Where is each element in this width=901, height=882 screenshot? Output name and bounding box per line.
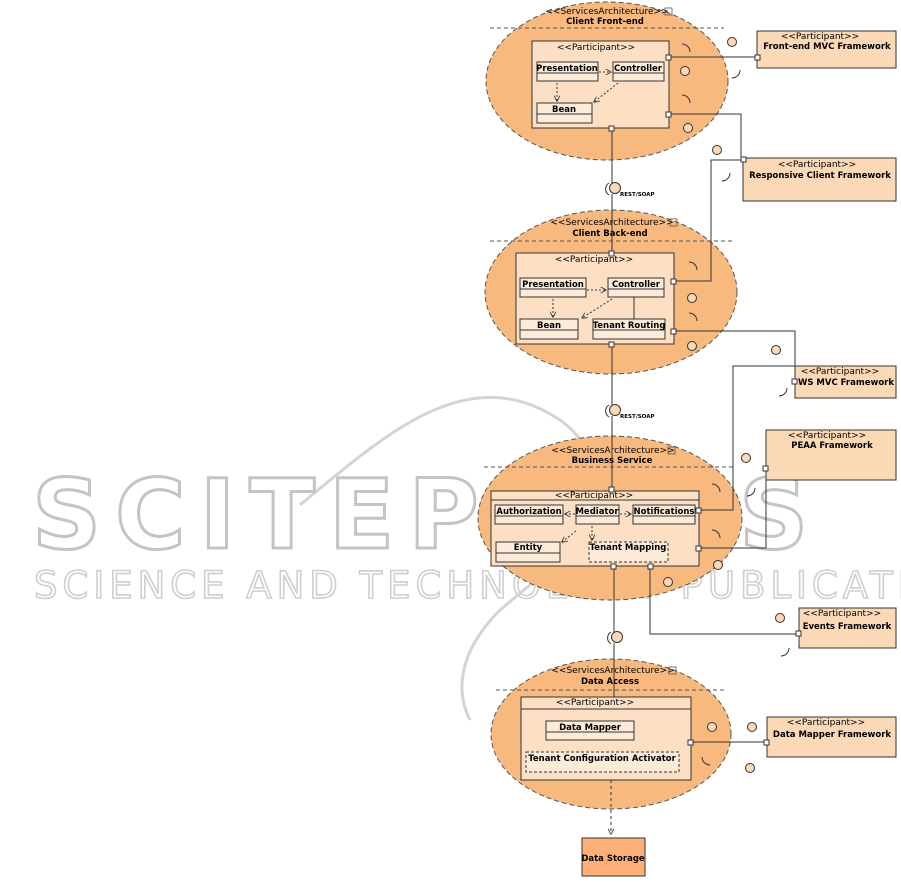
class-be-tenant-routing-box — [592, 318, 666, 340]
ellipse-data-access-stereotype: <<ServicesArchitecture>> — [551, 666, 674, 676]
svg-text:<<Participant>>: <<Participant>> — [781, 32, 859, 42]
class-fe-controller-box — [612, 61, 665, 82]
framework-connectors — [647, 37, 802, 773]
ellipse-business-stereotype: <<ServicesArchitecture>> — [551, 446, 674, 456]
participant-data-access: <<Participant>> Data Mapper Tenant Confi… — [520, 696, 692, 781]
vertical-connectors: REST/SOAP REST/SOAP — [605, 125, 655, 834]
framework-ws-mvc: <<Participant>> WS MVC Framework — [794, 365, 897, 399]
class-da-data-mapper: Data Mapper — [559, 723, 622, 733]
class-bs-tenant-mapping-box — [588, 541, 669, 563]
class-bs-notifications: Notifications — [634, 507, 695, 517]
class-da-tenant-config-box — [525, 751, 680, 773]
class-be-controller: Controller — [612, 280, 661, 290]
class-fe-bean: Bean — [552, 105, 576, 115]
class-da-data-mapper-box — [545, 720, 635, 741]
data-access-ellipse-icon — [668, 666, 677, 675]
watermark-sub-text: SCIENCE AND TECHNOLOGY PUBLICATIONS — [34, 564, 901, 607]
participant-front-end: <<Participant>> Presentation Controller … — [531, 40, 670, 129]
ellipse-data-access-title: Data Access — [581, 677, 639, 687]
data-storage-node: Data Storage — [581, 837, 646, 877]
ellipse-front-end-stereotype: <<ServicesArchitecture>> — [545, 7, 668, 17]
class-bs-mediator: Mediator — [575, 507, 619, 517]
rest-soap-label-2: REST/SOAP — [620, 414, 655, 420]
ellipse-front-end-title: Client Front-end — [566, 17, 644, 27]
framework-responsive-client: <<Participant>> Responsive Client Framew… — [742, 157, 897, 202]
class-fe-presentation: Presentation — [536, 64, 598, 74]
back-end-ellipse-icon — [669, 218, 678, 227]
class-fe-bean-box — [536, 102, 593, 124]
class-be-presentation: Presentation — [522, 280, 584, 290]
framework-responsive-client-label: Responsive Client Framework — [749, 171, 891, 181]
class-fe-controller: Controller — [614, 64, 663, 74]
class-da-tenant-config: Tenant Configuration Activator — [528, 754, 676, 764]
class-fe-presentation-box — [536, 61, 599, 82]
front-end-ellipse-icon — [664, 7, 673, 16]
participant-data-access-stereotype: <<Participant>> — [556, 698, 634, 708]
svg-text:<<Participant>>: <<Participant>> — [803, 609, 881, 619]
business-ellipse-icon — [667, 446, 676, 455]
class-bs-authorization: Authorization — [496, 507, 561, 517]
svg-text:<<Participant>>: <<Participant>> — [787, 718, 865, 728]
data-storage-label: Data Storage — [581, 854, 645, 864]
class-bs-notifications-box — [632, 504, 696, 525]
participant-back-end-stereotype: <<Participant>> — [555, 255, 633, 265]
framework-ws-mvc-label: WS MVC Framework — [798, 378, 894, 388]
class-bs-mediator-box — [575, 504, 620, 525]
framework-front-end-mvc-label: Front-end MVC Framework — [763, 42, 891, 52]
framework-front-end-mvc: <<Participant>> Front-end MVC Framework — [756, 30, 897, 69]
participant-back-end: <<Participant>> Presentation Controller … — [515, 252, 675, 345]
class-bs-entity-box — [495, 541, 561, 563]
participant-front-end-stereotype: <<Participant>> — [557, 43, 635, 53]
participant-business-stereotype: <<Participant>> — [555, 491, 633, 501]
participant-business: <<Participant>> Authorization Mediator N… — [490, 490, 700, 567]
class-bs-tenant-mapping: Tenant Mapping — [590, 543, 667, 553]
class-be-presentation-box — [519, 277, 587, 298]
svg-text:<<Participant>>: <<Participant>> — [778, 160, 856, 170]
rest-soap-label-1: REST/SOAP — [620, 192, 655, 198]
framework-data-mapper-label: Data Mapper Framework — [773, 730, 892, 740]
class-bs-entity: Entity — [514, 543, 543, 553]
framework-peaa: <<Participant>> PEAA Framework — [765, 429, 897, 481]
framework-events: <<Participant>> Events Framework — [798, 607, 897, 649]
class-be-bean-box — [519, 318, 579, 340]
svg-text:<<Participant>>: <<Participant>> — [801, 367, 879, 377]
framework-peaa-label: PEAA Framework — [791, 441, 873, 451]
class-be-tenant-routing: Tenant Routing — [593, 321, 666, 331]
framework-data-mapper: <<Participant>> Data Mapper Framework — [766, 716, 897, 758]
framework-events-label: Events Framework — [803, 622, 892, 632]
ellipse-back-end-title: Client Back-end — [572, 229, 647, 239]
class-be-controller-box — [607, 277, 665, 298]
class-bs-authorization-box — [494, 504, 564, 525]
svg-text:<<Participant>>: <<Participant>> — [788, 431, 866, 441]
class-be-bean: Bean — [537, 321, 561, 331]
